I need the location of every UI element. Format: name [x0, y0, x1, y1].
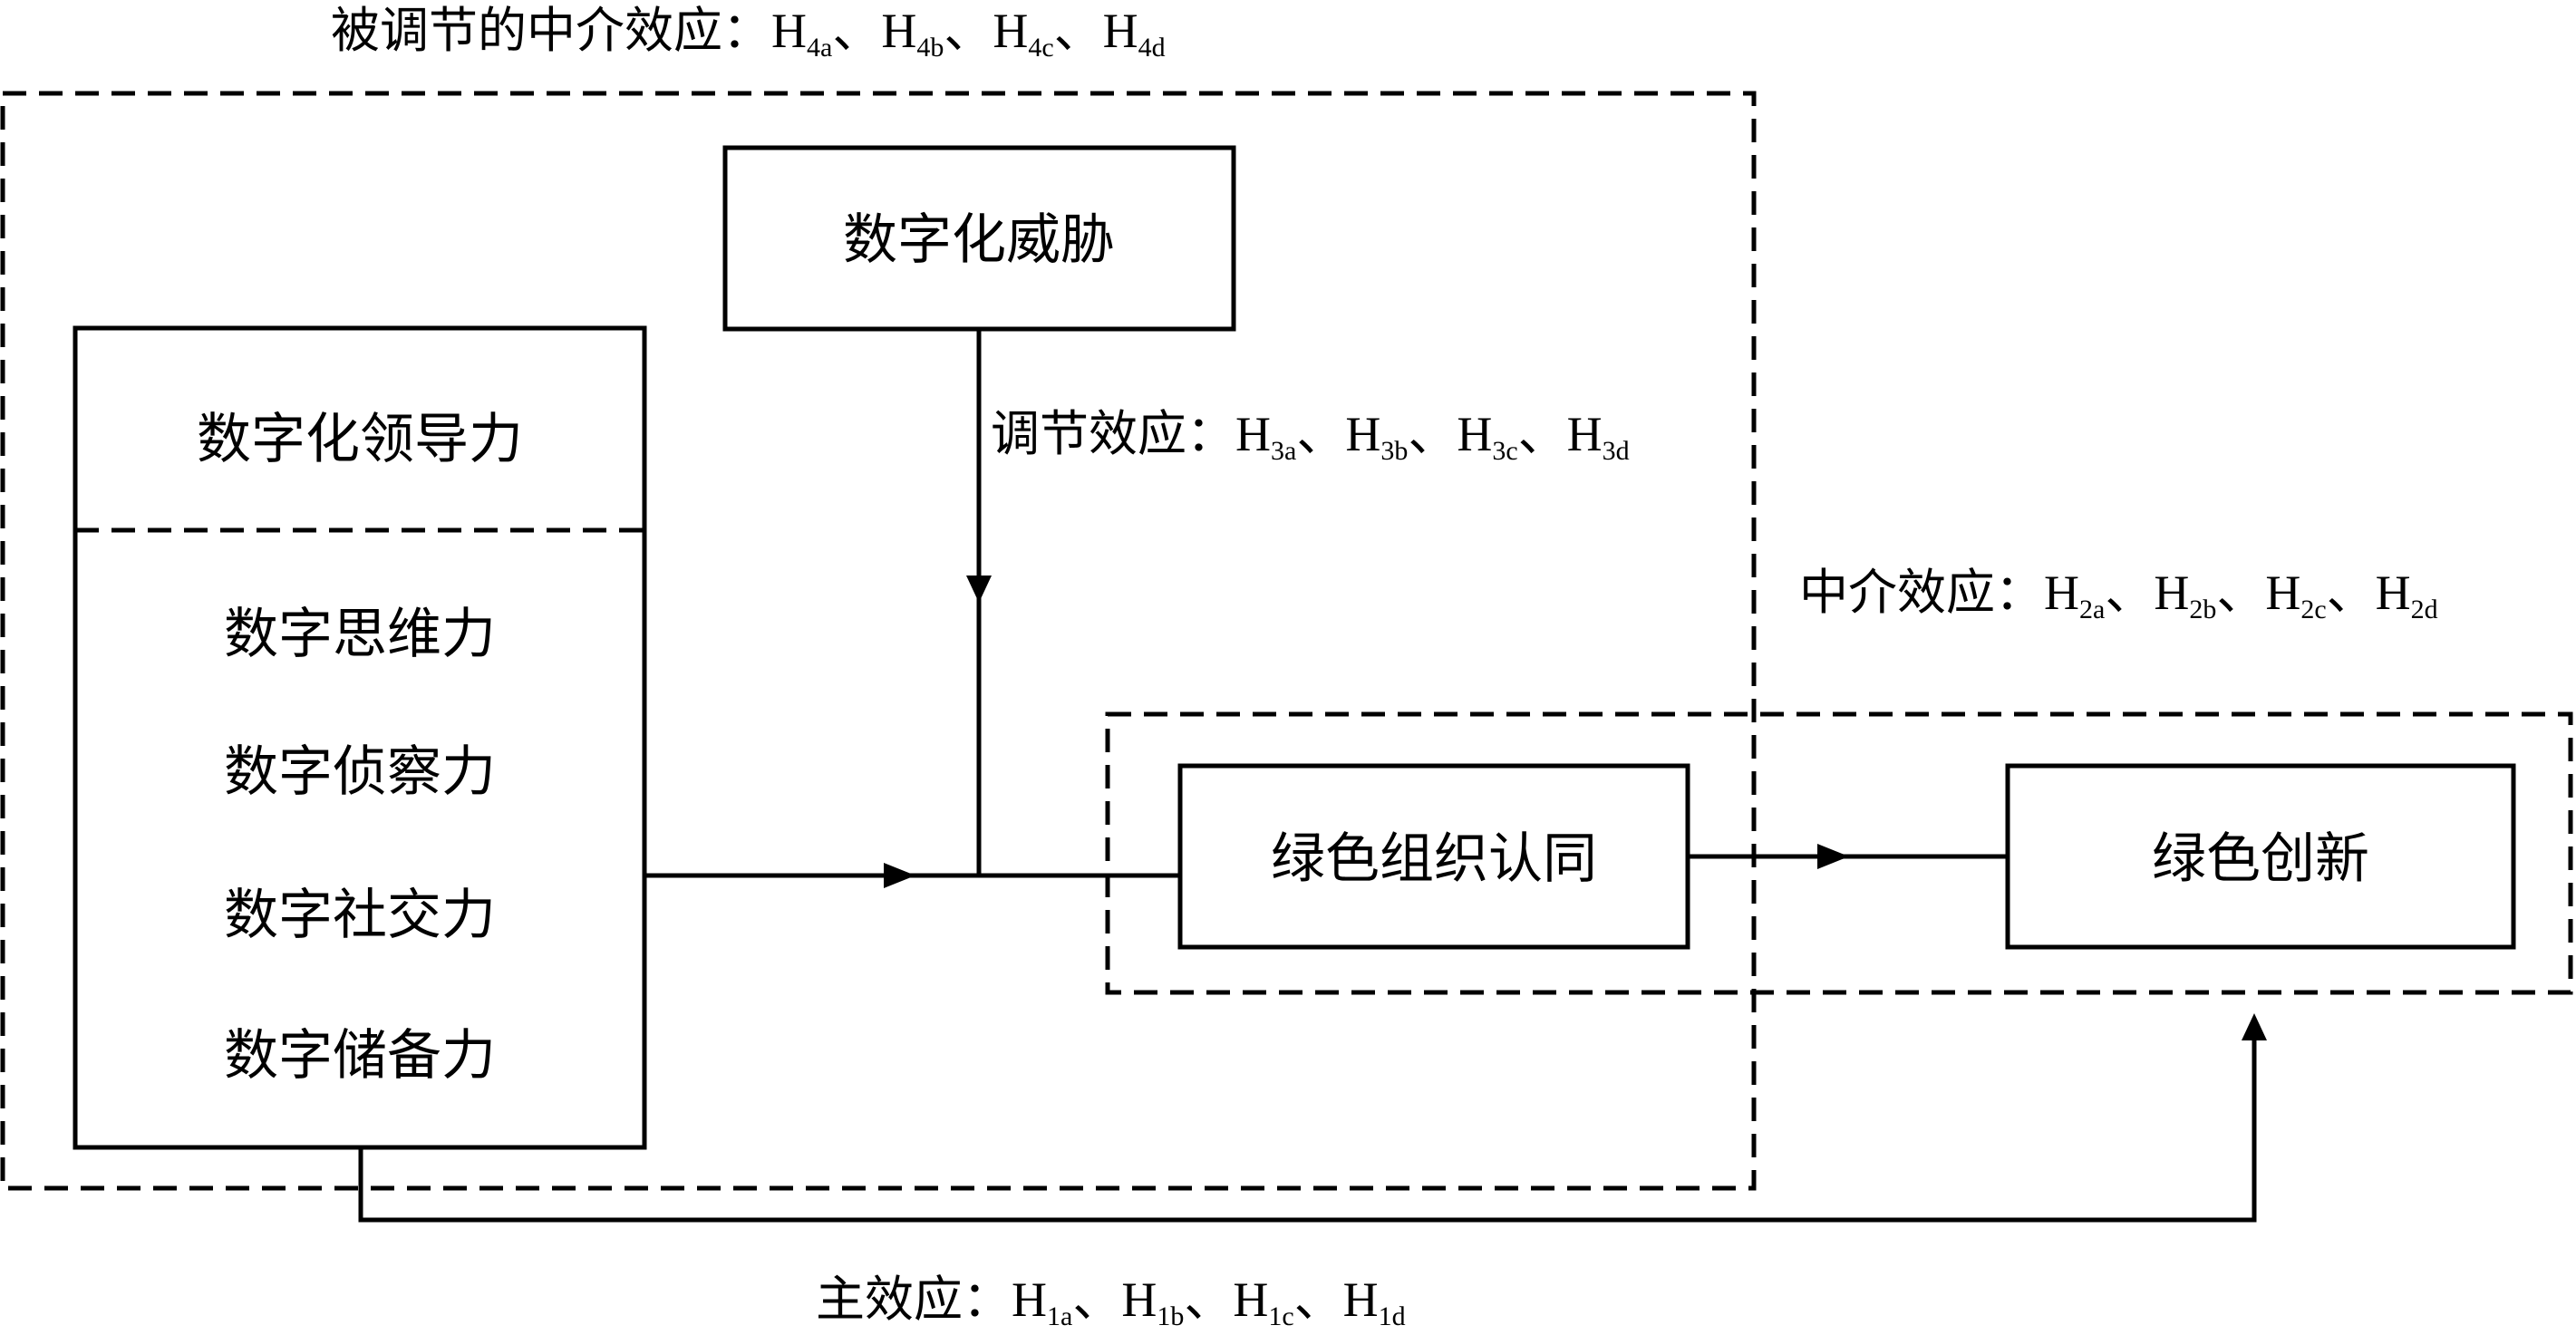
green-innovation-label: 绿色创新: [2152, 827, 2369, 891]
digital-leadership-title: 数字化领导力: [197, 408, 523, 471]
hypothesis-subscript: 1c: [1268, 1301, 1293, 1331]
identity-to-innovation-arrow: [1688, 844, 2008, 869]
hypothesis-subscript: 4a: [807, 33, 832, 63]
hypothesis-symbol: H: [1233, 1272, 1268, 1327]
hypothesis-symbol: H: [2265, 566, 2300, 620]
moderation-label: 调节效应：H3a​、H3b​、H3c​、H3d​: [991, 405, 1630, 466]
label-separator: 、: [1294, 1271, 1343, 1328]
dimension-digital-thinking: 数字思维力: [224, 603, 496, 666]
hypothesis-symbol: H: [2376, 566, 2411, 620]
main-effect-label: 主效应：H1a​、H1b​、H1c​、H1d​: [816, 1271, 1406, 1331]
hypothesis-symbol: H: [993, 4, 1028, 58]
dimension-digital-scouting: 数字侦察力: [224, 740, 496, 804]
green-innovation-box: 绿色创新: [2005, 763, 2516, 950]
hypothesis-symbol: H: [1345, 407, 1380, 461]
dimension-digital-reserve: 数字储备力: [224, 1024, 496, 1088]
hypothesis-subscript: 3c: [1492, 436, 1517, 466]
mediation-label: 中介效应：H2a​、H2b​、H2c​、H2d​: [1799, 564, 2438, 624]
label-separator: 、: [1072, 1271, 1121, 1328]
hypothesis-symbol: H: [1235, 407, 1271, 461]
digital-threat-label: 数字化威胁: [843, 208, 1115, 272]
hypothesis-subscript: 1a: [1047, 1301, 1072, 1331]
label-prefix: 被调节的中介效应：: [331, 2, 771, 59]
label-separator: 、: [1054, 2, 1103, 59]
hypothesis-subscript: 4c: [1028, 33, 1053, 63]
label-separator: 、: [2105, 564, 2154, 621]
moderated-mediation-frame: [0, 91, 1757, 1191]
hypothesis-symbol: H: [881, 4, 916, 58]
hypothesis-subscript: 3d: [1603, 436, 1630, 466]
label-separator: 、: [1296, 405, 1345, 462]
hypothesis-symbol: H: [1121, 1272, 1157, 1327]
hypothesis-subscript: 4d: [1138, 33, 1166, 63]
label-prefix: 主效应：: [816, 1271, 1012, 1328]
label-separator: 、: [1184, 1271, 1233, 1328]
label-separator: 、: [2327, 564, 2376, 621]
hypothesis-symbol: H: [1457, 407, 1492, 461]
digital-leadership-box: 数字化领导力 数字思维力 数字侦察力 数字社交力 数字储备力: [73, 325, 647, 1150]
moderated-mediation-label: 被调节的中介效应：H4a​、H4b​、H4c​、H4d​: [331, 2, 1166, 63]
hypothesis-symbol: H: [2044, 566, 2079, 620]
label-separator: 、: [2216, 564, 2265, 621]
mediation-frame: [1105, 711, 2573, 995]
hypothesis-subscript: 2b: [2189, 595, 2216, 624]
dimension-digital-social: 数字社交力: [224, 884, 496, 947]
hypothesis-symbol: H: [1567, 407, 1603, 461]
hypothesis-symbol: H: [1012, 1272, 1047, 1327]
label-separator: 、: [944, 2, 993, 59]
hypothesis-symbol: H: [1103, 4, 1138, 58]
label-prefix: 调节效应：: [991, 405, 1235, 462]
hypothesis-subscript: 3a: [1271, 436, 1296, 466]
label-separator: 、: [1408, 405, 1457, 462]
hypothesis-symbol: H: [2154, 566, 2189, 620]
hypothesis-subscript: 3b: [1380, 436, 1408, 466]
hypothesis-subscript: 2c: [2300, 595, 2326, 624]
label-prefix: 中介效应：: [1799, 564, 2044, 621]
main-effect-arrow: [358, 1013, 2267, 1223]
hypothesis-symbol: H: [1343, 1272, 1379, 1327]
hypothesis-symbol: H: [771, 4, 807, 58]
label-separator: 、: [832, 2, 881, 59]
leadership-to-identity-arrow: [644, 863, 1180, 888]
hypothesis-subscript: 2a: [2079, 595, 2105, 624]
hypothesis-subscript: 2d: [2411, 595, 2438, 624]
hypothesis-subscript: 1b: [1157, 1301, 1184, 1331]
green-identity-label: 绿色组织认同: [1271, 827, 1597, 891]
moderation-arrow: [966, 329, 992, 875]
green-identity-box: 绿色组织认同: [1177, 763, 1690, 950]
label-separator: 、: [1518, 405, 1567, 462]
hypothesis-subscript: 4b: [916, 33, 944, 63]
digital-threat-box: 数字化威胁: [722, 145, 1236, 332]
hypothesis-subscript: 1d: [1379, 1301, 1406, 1331]
